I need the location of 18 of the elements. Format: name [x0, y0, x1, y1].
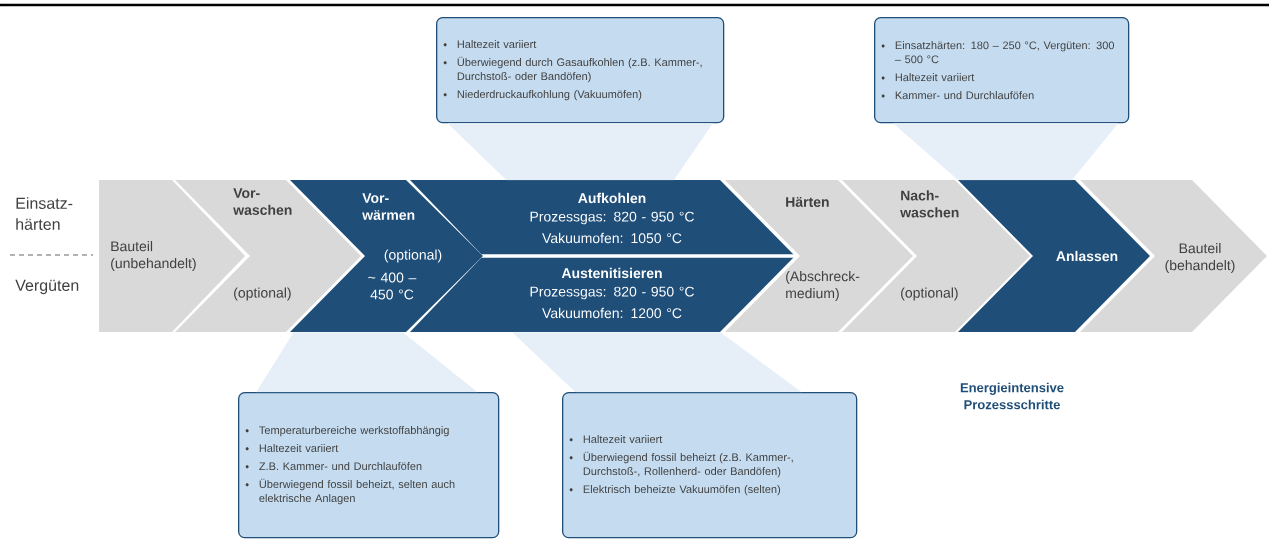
callout-connector: [512, 332, 802, 393]
node-label: Prozessgas: 820 - 950 °C: [530, 211, 695, 225]
row-label: Vergüten: [15, 279, 79, 295]
callout-box: Haltezeit variiert Überwiegend fossil beheizt (z.B. Kammer-, Durchstoß-, Rollenherd- oder Bandöfen) Elektrisch beheizte Vakuumöfen (selten): [562, 392, 858, 539]
node-label: Aufkohlen: [578, 192, 646, 204]
legend-note: Energieintensive Prozessschritte: [960, 382, 1064, 410]
process-step: Anlassen: [958, 180, 1150, 332]
callout-box: Einsatzhärten: 180 – 250 °C, Vergüten: 300 – 500 °C Haltezeit variiert Kammer- und Durchlauföfen: [874, 17, 1130, 124]
callout-connector: [447, 123, 713, 181]
node-label: Prozessgas: 820 - 950 °C: [530, 286, 695, 300]
node-label: Vakuumofen: 1050 °C: [542, 232, 682, 244]
callout-connector: [256, 332, 478, 393]
callout-connector: [893, 123, 1119, 181]
callout-box: Temperaturbereiche werkstoffabhängig Haltezeit variiert Z.B. Kammer- und Durchlauföfen Überwiegend fossil beheizt, selten auch elektrische Anlagen: [238, 392, 500, 539]
node-label: Austenitisieren: [561, 267, 662, 279]
node-label: Vakuumofen: 1200 °C: [542, 307, 682, 319]
row-label: Einsatz- härten: [16, 197, 73, 230]
callout-box: Haltezeit variiert Überwiegend durch Gasaufkohlen (z.B. Kammer-, Durchstoß- oder Bandöfen) Niederdruckaufkohlung (Vakuumöfen): [436, 17, 725, 124]
